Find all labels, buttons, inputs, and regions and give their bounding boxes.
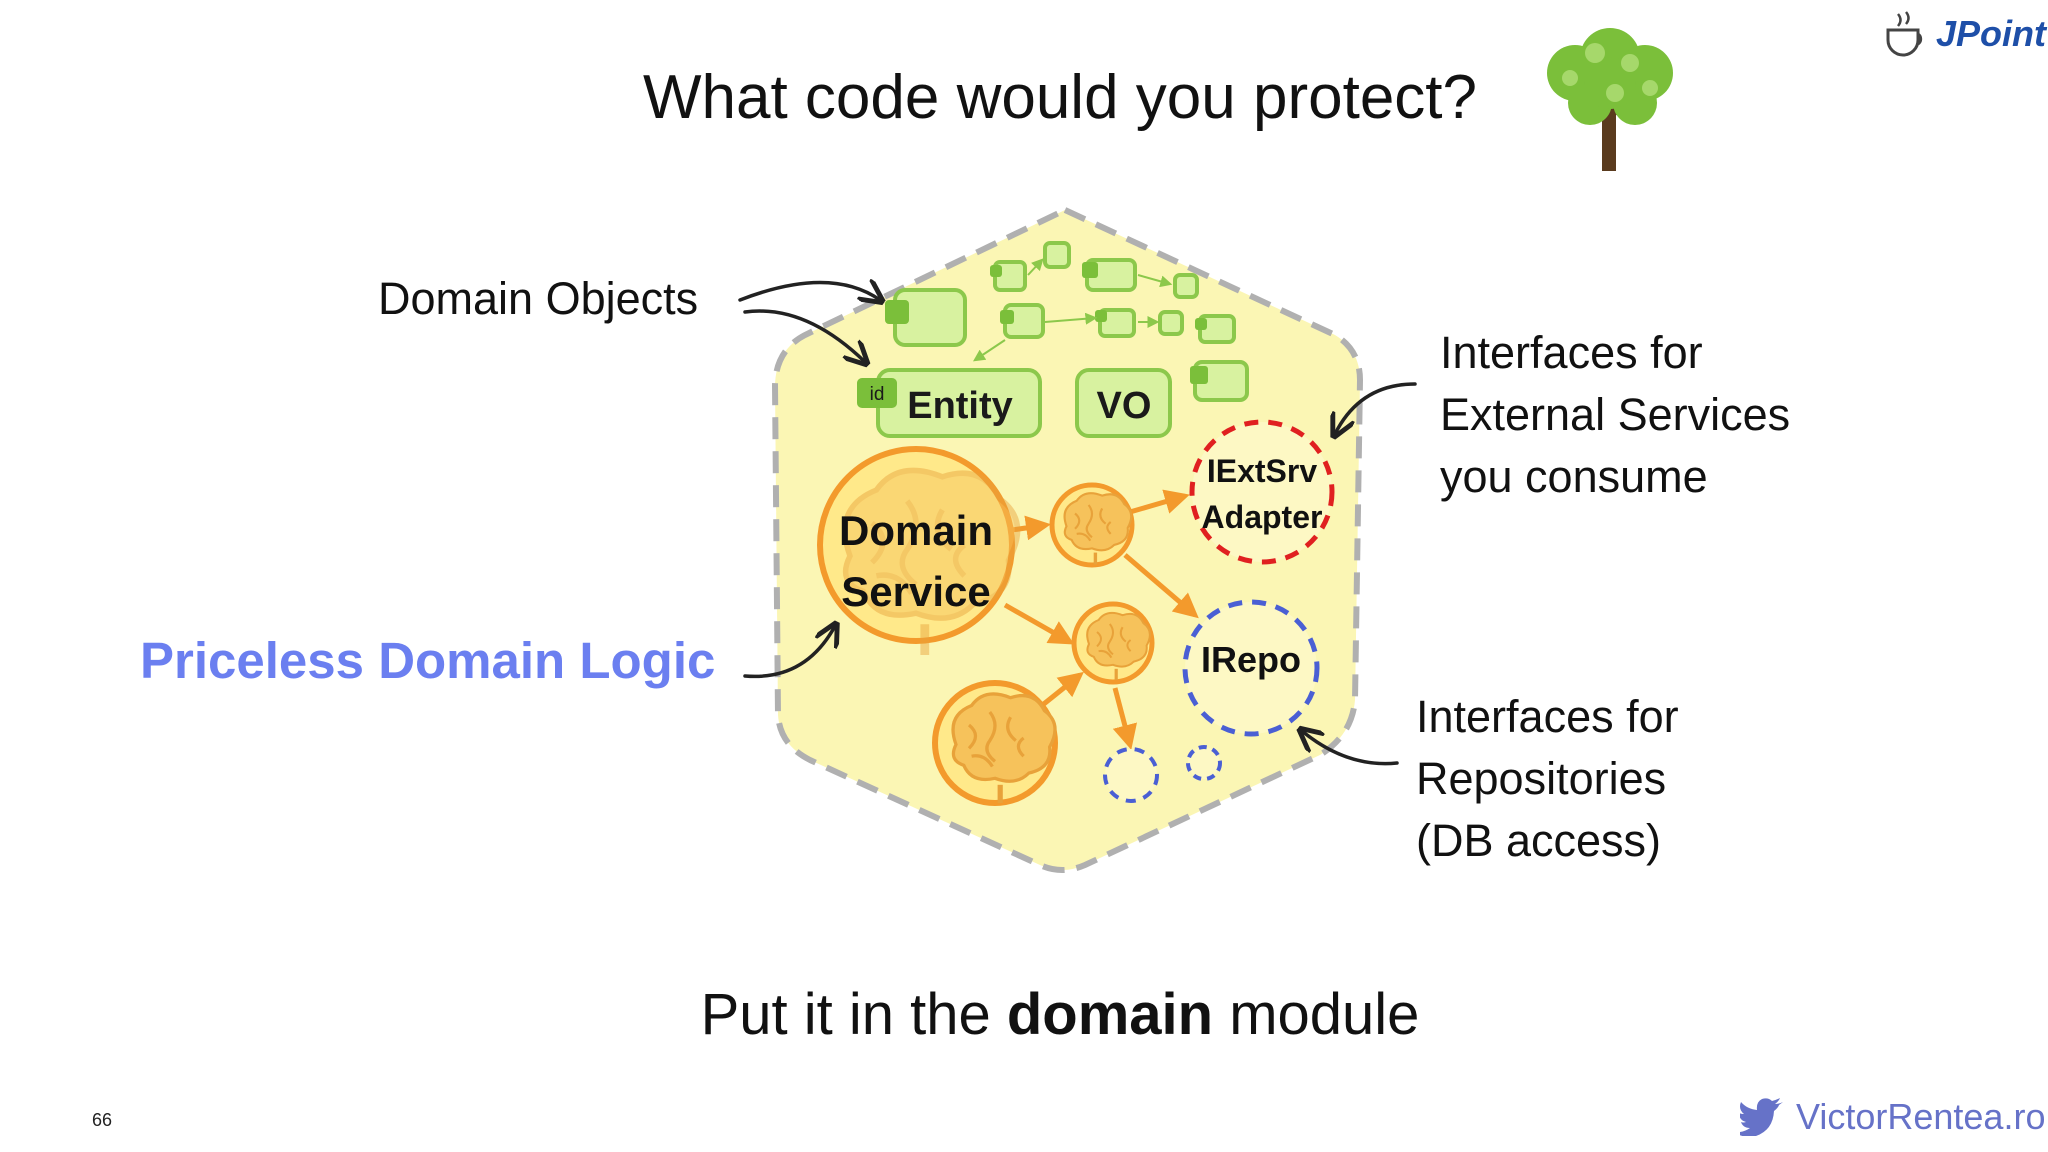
priceless-logic-label: Priceless Domain Logic	[140, 632, 716, 689]
adapter-line1: IExtSrv	[1207, 453, 1317, 489]
pointer-arrow	[743, 626, 835, 679]
conference-logo: JPoint	[1880, 8, 2046, 60]
page-number: 66	[92, 1110, 113, 1130]
pointer-arrow	[738, 283, 880, 301]
pointer-arrow	[1335, 382, 1417, 434]
domain-service-line2: Service	[841, 568, 990, 615]
service-node	[1071, 601, 1155, 685]
repository-interface: IRepo	[1182, 599, 1320, 737]
vo-box: VO	[1075, 368, 1172, 438]
coffee-cup-icon	[1886, 11, 1923, 57]
adapter-line2: Adapter	[1202, 499, 1323, 535]
service-node	[932, 680, 1058, 806]
domain-service: Domain Service	[817, 446, 1018, 655]
repository-interface-small	[1103, 747, 1159, 803]
repository-interface-small	[1186, 745, 1222, 781]
author-link[interactable]: VictorRentea.ro	[1740, 1096, 2045, 1138]
domain-objects-label: Domain Objects	[378, 273, 699, 324]
ext-services-label: Interfaces for External Services you con…	[1440, 327, 1791, 502]
pointer-arrow	[743, 309, 865, 362]
slide-title: What code would you protect?	[642, 63, 1478, 132]
ext-service-adapter: IExtSrv Adapter	[1189, 419, 1335, 565]
domain-objects-cluster	[885, 241, 1249, 402]
conference-name: JPoint	[1936, 13, 2047, 54]
domain-service-line1: Domain	[839, 507, 993, 554]
footer-statement: Put it in the domain module	[700, 982, 1420, 1047]
repositories-label: Interfaces for Repositories (DB access)	[1416, 691, 1679, 866]
entity-box: id Entity	[857, 368, 1042, 438]
repo-label: IRepo	[1201, 639, 1301, 680]
entity-id-tag: id	[870, 384, 885, 405]
pointer-arrow	[1302, 731, 1399, 766]
service-node	[1049, 482, 1135, 568]
vo-label: VO	[1097, 385, 1152, 427]
entity-label: Entity	[907, 385, 1013, 427]
twitter-bird-icon	[1740, 1098, 1783, 1136]
tree-icon	[1547, 28, 1673, 171]
